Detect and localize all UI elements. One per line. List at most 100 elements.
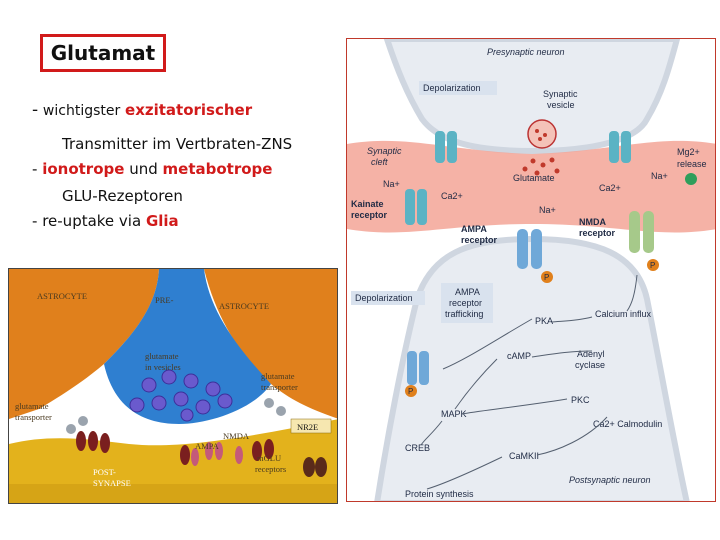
phospho-badge-3: [405, 385, 417, 397]
bullet-3: - re-uptake via Glia: [32, 209, 332, 234]
bullet-1-continuation: Transmitter im Vertbraten-ZNS: [62, 135, 293, 153]
ca-right-label: Ca2+: [599, 183, 621, 193]
presynaptic-channel-left: [435, 131, 457, 163]
presynaptic-terminal: [383, 39, 681, 155]
internalized-ampa-receptor: [407, 351, 429, 385]
bullet-1-text: wichtigster: [42, 103, 121, 119]
depolarization-top-box: [419, 81, 497, 95]
nr2e-label: NR2E: [297, 422, 318, 432]
glutamate-vesicles-label-1: glutamate: [145, 351, 179, 361]
astrocyte-synapse-diagram: ASTROCYTE PRE- ASTROCYTE glutamate in ve…: [8, 268, 338, 504]
nmda-label-1: NMDA: [579, 217, 606, 227]
astrocyte-left-label: ASTROCYTE: [37, 291, 87, 301]
glutamate-dots: [522, 129, 560, 176]
synapse-signaling-diagram: Presynaptic neuron Depolarization Synapt…: [346, 38, 716, 502]
nmda-receptor: [629, 211, 654, 253]
bullet-dash: -: [32, 100, 39, 120]
ampa-label-1: AMPA: [461, 224, 487, 234]
mglu-label-1: mGLU: [257, 453, 281, 463]
bullet-2-text: und: [129, 160, 158, 178]
na-mid-label: Na+: [539, 205, 556, 215]
presynaptic-channel-right: [609, 131, 631, 163]
depolarization-bottom-label: Depolarization: [355, 293, 413, 303]
nmda-label: NMDA: [223, 431, 250, 441]
ampa-trafficking-2: receptor: [449, 298, 482, 308]
nmda-label-2: receptor: [579, 228, 616, 238]
nr2e-box: [290, 418, 332, 434]
nmda-receptors: [76, 431, 274, 465]
pre-label: PRE-: [155, 295, 174, 305]
kainate-receptor: [405, 189, 427, 225]
bullet-1: - wichtigster exzitatorischer: [32, 98, 332, 124]
astrocyte-synapse-svg: ASTROCYTE PRE- ASTROCYTE glutamate in ve…: [9, 269, 337, 503]
astrocyte-left: [9, 269, 159, 419]
postsynaptic-shadow: [9, 484, 337, 503]
pka-label: PKA: [535, 316, 553, 326]
page-title: Glutamat: [40, 34, 166, 72]
calcium-influx-label: Calcium influx: [595, 309, 652, 319]
phospho-label-2: P: [650, 261, 655, 270]
synaptic-cleft-label-1: Synaptic: [367, 146, 402, 156]
synapse-signaling-svg: Presynaptic neuron Depolarization Synapt…: [347, 39, 715, 501]
ampa-receptors: [191, 442, 243, 466]
phospho-badge-1: [541, 271, 553, 283]
page-title-text: Glutamat: [50, 41, 156, 65]
mglu-label-2: receptors: [255, 464, 286, 474]
bullet-dash: -: [32, 212, 38, 230]
adenyl-label-1: Adenyl: [577, 349, 605, 359]
ampa-trafficking-box: [441, 283, 493, 323]
mg-ion: [685, 173, 697, 185]
kainate-label-2: receptor: [351, 210, 388, 220]
vesicles: [129, 369, 233, 422]
depolarization-top-label: Depolarization: [423, 83, 481, 93]
synaptic-cleft: [347, 140, 715, 233]
protein-synthesis-label: Protein synthesis: [405, 489, 474, 499]
ca-calmodulin-label: Ca2+ Calmodulin: [593, 419, 662, 429]
bullet-3-highlight: Glia: [145, 212, 179, 230]
mg-release-label-2: release: [677, 159, 707, 169]
ca-left-label: Ca2+: [441, 191, 463, 201]
glutamate-vesicles-label-2: in vesicles: [145, 362, 181, 372]
glutamate-transporters: [66, 398, 286, 434]
pkc-label: PKC: [571, 395, 590, 405]
phospho-label-1: P: [544, 273, 549, 282]
bullet-1-highlight: exzitatorischer: [125, 101, 253, 119]
postsynaptic-label: Postsynaptic neuron: [569, 475, 651, 485]
bullet-2-highlight-2: metabotrope: [162, 160, 273, 178]
bullet-2: - ionotrope und metabotrope: [32, 157, 332, 182]
bullet-list: - wichtigster exzitatorischer Transmitte…: [32, 98, 332, 234]
depolarization-bottom-box: [351, 291, 425, 305]
synaptic-vesicle-label-2: vesicle: [547, 100, 575, 110]
kainate-label-1: Kainate: [351, 199, 384, 209]
pathway-arrows: [420, 274, 638, 490]
bullet-2-continuation: GLU-Rezeptoren: [62, 187, 183, 205]
synaptic-vesicle-label-1: Synaptic: [543, 89, 578, 99]
glutamate-label: Glutamate: [513, 173, 555, 183]
mg-release-label-1: Mg2+: [677, 147, 700, 157]
creb-label: CREB: [405, 443, 430, 453]
glutamate-transporter-left-2: transporter: [15, 412, 52, 422]
bullet-3-text: re-uptake via: [42, 212, 142, 230]
astrocyte-right-label: ASTROCYTE: [219, 301, 269, 311]
astrocyte-right: [204, 269, 337, 419]
glutamate-transporter-right-1: glutamate: [261, 371, 295, 381]
phospho-label-3: P: [408, 387, 413, 396]
bullet-dash: -: [32, 160, 38, 178]
adenyl-label-2: cyclase: [575, 360, 605, 370]
mglu-receptors: [303, 457, 327, 477]
synaptic-vesicle: [527, 119, 557, 149]
bullet-2-highlight-1: ionotrope: [42, 160, 125, 178]
presynaptic-label: Presynaptic neuron: [487, 47, 565, 57]
ampa-label-2: receptor: [461, 235, 498, 245]
synaptic-cleft-label-2: cleft: [371, 157, 388, 167]
glutamate-transporter-left-1: glutamate: [15, 401, 49, 411]
post-label-1: POST-: [93, 467, 116, 477]
camkii-label: CaMKII: [509, 451, 539, 461]
mapk-label: MAPK: [441, 409, 467, 419]
na-right-label: Na+: [651, 171, 668, 181]
camp-label: cAMP: [507, 351, 531, 361]
post-label-2: SYNAPSE: [93, 478, 131, 488]
na-left-label: Na+: [383, 179, 400, 189]
phospho-badge-2: [647, 259, 659, 271]
ampa-trafficking-1: AMPA: [455, 287, 480, 297]
